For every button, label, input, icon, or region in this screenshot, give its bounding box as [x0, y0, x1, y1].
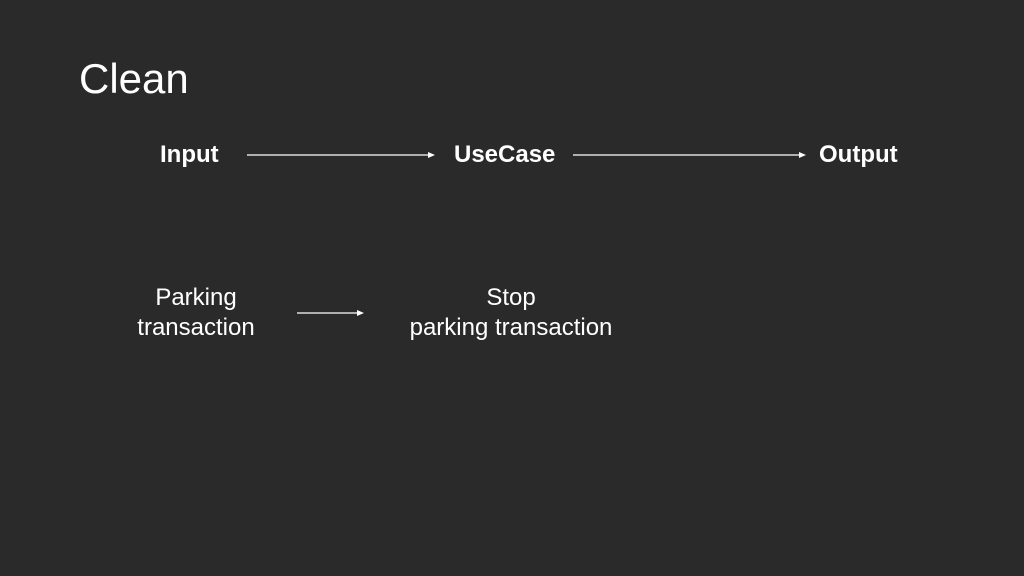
arrow-usecase-to-output [573, 152, 806, 158]
arrow-input-to-usecase [247, 152, 435, 158]
example-usecase-line2: parking transaction [409, 314, 613, 341]
example-input-label: Parking transaction [96, 283, 296, 343]
arrow-example-input-to-usecase [297, 310, 364, 316]
example-input-line1: Parking [155, 284, 237, 311]
slide-title: Clean [79, 55, 189, 102]
example-usecase-line1: Stop [486, 284, 536, 311]
flow-input-label: Input [160, 141, 219, 168]
flow-output-label: Output [819, 141, 898, 168]
example-input-line2: transaction [137, 314, 255, 341]
example-usecase-label: Stop parking transaction [361, 283, 661, 343]
flow-usecase-label: UseCase [454, 141, 556, 168]
